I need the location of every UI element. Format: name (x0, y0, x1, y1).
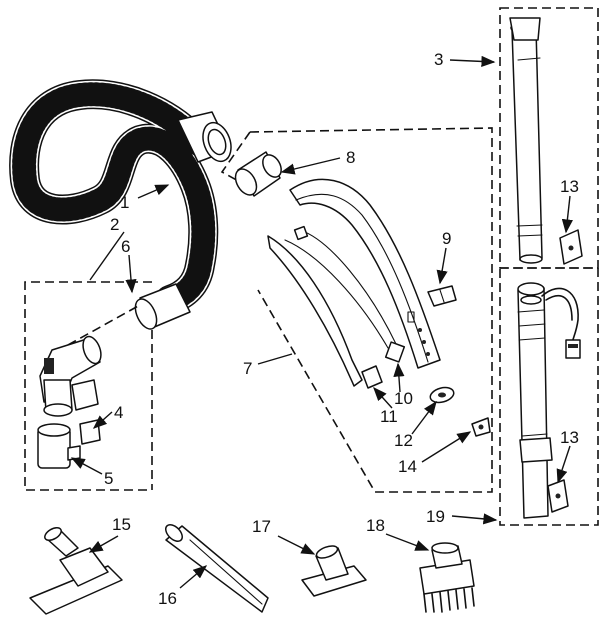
callout-4: 4 (114, 403, 123, 422)
hose-part (9, 79, 232, 330)
upholstery-tool-17 (301, 545, 367, 597)
callout-17: 17 (252, 517, 271, 536)
callout-16: 16 (158, 589, 177, 608)
callout-5: 5 (104, 469, 113, 488)
wand-assembly-box (220, 127, 493, 493)
wand-tubes-column (499, 7, 599, 526)
callout-9: 9 (442, 229, 451, 248)
callout-18: 18 (366, 516, 385, 535)
callout-1: 1 (120, 193, 129, 212)
leader-arrows (70, 55, 573, 589)
callout-14: 14 (398, 457, 417, 476)
callout-6: 6 (121, 237, 130, 256)
callout-13-lower: 13 (560, 428, 579, 447)
callout-7: 7 (243, 359, 252, 378)
callout-19: 19 (426, 507, 445, 526)
brush-tool-18 (419, 542, 475, 613)
handle-assembly-box (24, 281, 153, 491)
crevice-tool-16 (165, 524, 269, 613)
callout-3: 3 (434, 50, 443, 69)
callout-15: 15 (112, 515, 131, 534)
callout-13-upper: 13 (560, 177, 579, 196)
callout-2: 2 (110, 215, 119, 234)
callout-labels: 1 2 3 4 5 6 7 8 9 10 11 12 13 13 14 15 1… (104, 50, 579, 608)
callout-12: 12 (394, 431, 413, 450)
callout-10: 10 (394, 389, 413, 408)
floor-tool-15 (29, 527, 123, 615)
callout-8: 8 (346, 148, 355, 167)
callout-11: 11 (380, 407, 398, 426)
